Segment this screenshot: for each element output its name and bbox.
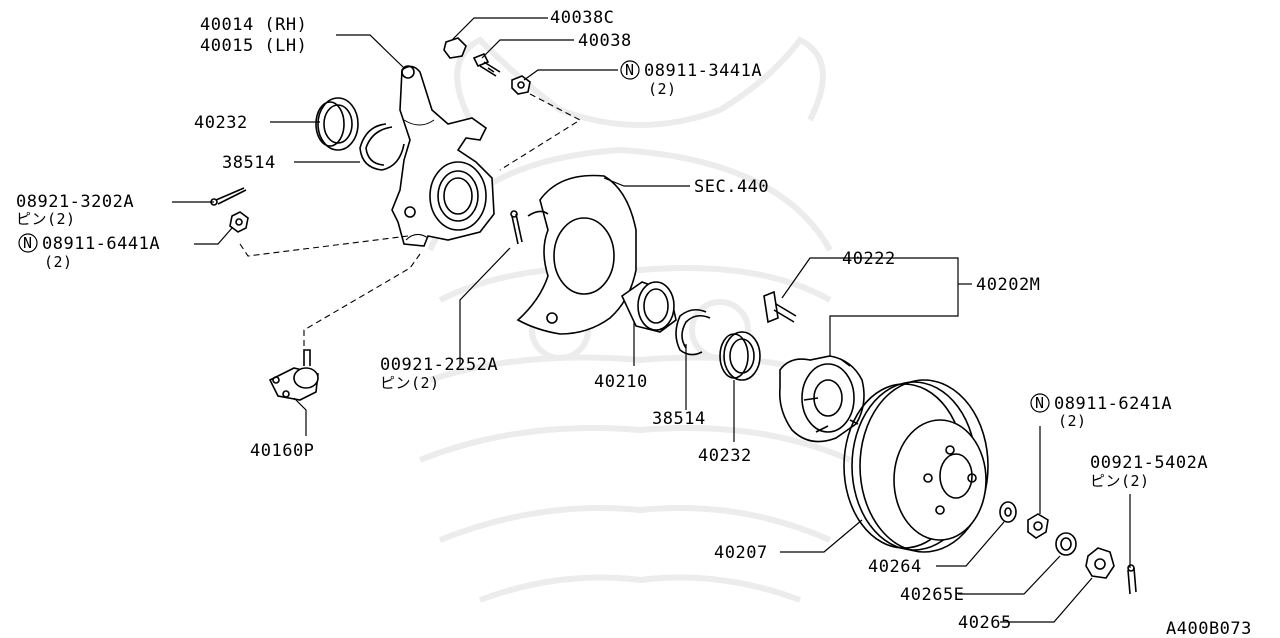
label-08911-3441a-qty: (2) bbox=[648, 80, 677, 98]
hub-bolt-40222 bbox=[763, 290, 797, 324]
snap-ring-left bbox=[359, 123, 405, 171]
label-08921-3202a-qty: ピン(2) bbox=[16, 210, 76, 228]
wheel-hub-40202m bbox=[778, 355, 865, 443]
label-40222: 40222 bbox=[842, 249, 896, 269]
label-40265: 40265 bbox=[958, 613, 1012, 633]
label-sec440: SEC.440 bbox=[694, 177, 769, 197]
leader-lines bbox=[172, 17, 1131, 623]
n-mark-icon bbox=[18, 233, 38, 253]
nut-40038c bbox=[443, 37, 467, 59]
label-40207: 40207 bbox=[714, 543, 768, 563]
diagram-code: A400B073 bbox=[1166, 619, 1252, 638]
n-mark-letter: N bbox=[1035, 394, 1045, 412]
label-08911-6441a-qty: (2) bbox=[44, 253, 73, 271]
grease-seal-right bbox=[719, 331, 761, 381]
ball-joint-40160p bbox=[268, 349, 319, 401]
label-40265e: 40265E bbox=[900, 585, 964, 605]
cotter-pin-5402a bbox=[1127, 564, 1137, 595]
label-38514-left: 38514 bbox=[222, 153, 276, 173]
label-08921-3202a: 08921-3202A bbox=[16, 192, 134, 212]
brake-rotor-40207 bbox=[843, 379, 989, 553]
cotter-pin-2252a bbox=[510, 210, 523, 245]
bolt-40038 bbox=[472, 52, 501, 77]
label-00921-5402a-qty: ピン(2) bbox=[1090, 472, 1150, 490]
label-08911-6441a: 08911-6441A bbox=[42, 234, 160, 254]
wheel-bearing-40210 bbox=[620, 281, 677, 333]
label-00921-5402a: 00921-5402A bbox=[1090, 453, 1208, 473]
label-08911-6241a-qty: (2) bbox=[1058, 412, 1087, 430]
label-40264: 40264 bbox=[868, 557, 922, 577]
part-labels: 40014 (RH) 40015 (LH) 40038C 40038 N 089… bbox=[16, 8, 1252, 638]
n-mark-letter: N bbox=[23, 234, 33, 252]
label-40160p: 40160P bbox=[250, 441, 314, 461]
nut-08911-6441a bbox=[229, 211, 249, 233]
washer-40265e bbox=[1055, 532, 1077, 556]
label-40210: 40210 bbox=[594, 372, 648, 392]
label-40038c: 40038C bbox=[550, 8, 614, 28]
n-mark-icon bbox=[1030, 393, 1050, 413]
nut-08911-3441a bbox=[511, 75, 531, 95]
label-40232-left: 40232 bbox=[194, 113, 248, 133]
n-mark-icon bbox=[620, 60, 640, 80]
label-08911-3441a: 08911-3441A bbox=[644, 61, 762, 81]
nut-08911-6241a bbox=[1027, 513, 1049, 539]
label-38514-right: 38514 bbox=[652, 409, 706, 429]
n-mark-letter: N bbox=[625, 61, 635, 79]
label-40038: 40038 bbox=[578, 31, 632, 51]
snap-ring-right bbox=[675, 308, 711, 356]
label-40202m: 40202M bbox=[976, 275, 1040, 295]
label-40015-lh: 40015 (LH) bbox=[200, 36, 307, 56]
cotter-pin-3202a bbox=[210, 187, 247, 206]
dust-shield-sec440 bbox=[516, 174, 637, 335]
label-00921-2252a-qty: ピン(2) bbox=[380, 374, 440, 392]
label-00921-2252a: 00921-2252A bbox=[380, 355, 498, 375]
grease-seal-left bbox=[315, 97, 359, 151]
steering-knuckle bbox=[391, 65, 495, 247]
label-40014-rh: 40014 (RH) bbox=[200, 15, 307, 35]
label-40232-right: 40232 bbox=[698, 446, 752, 466]
washer-40264 bbox=[999, 501, 1017, 523]
assembly-dash-lines bbox=[239, 93, 582, 350]
label-08911-6241a: 08911-6241A bbox=[1054, 394, 1172, 414]
nut-cap-40265 bbox=[1085, 547, 1115, 579]
